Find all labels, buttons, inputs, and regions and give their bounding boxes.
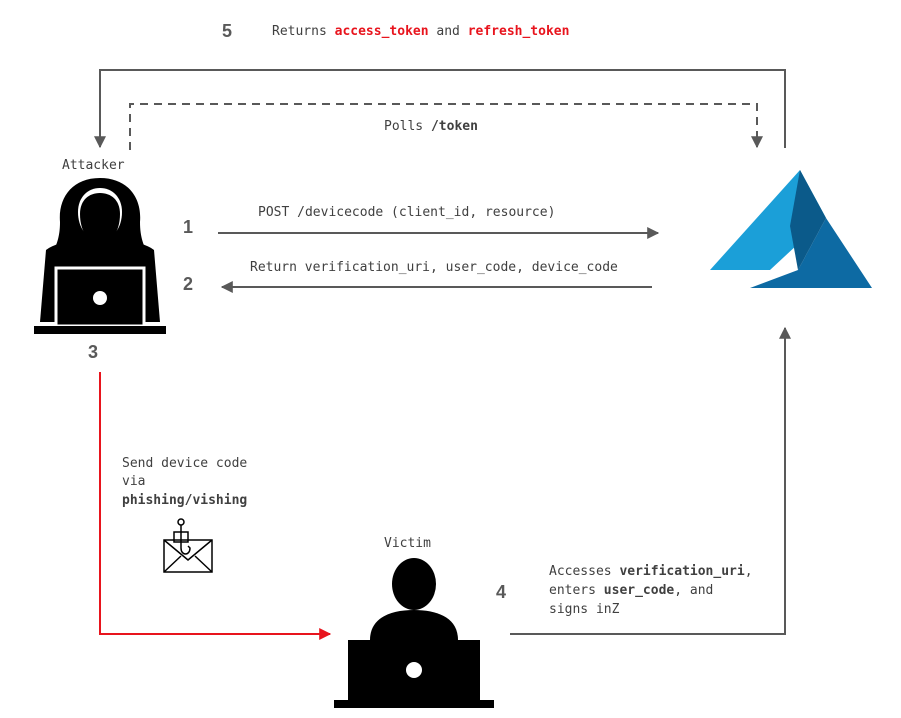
step1-label: POST /devicecode (client_id, resource) xyxy=(258,205,555,220)
step3-line3: phishing/vishing xyxy=(122,493,247,508)
step4-line2: enters user_code, and xyxy=(549,583,713,598)
step3-phishing-arrow xyxy=(99,372,332,640)
step2-number: 2 xyxy=(183,274,193,294)
hooded-attacker-laptop-icon xyxy=(34,178,166,334)
step3-number: 3 xyxy=(88,342,98,362)
step5-label: Returns access_token and refresh_token xyxy=(272,24,569,39)
step4-number: 4 xyxy=(496,582,506,602)
step5-number: 5 xyxy=(222,21,232,41)
victim-label: Victim xyxy=(384,536,431,551)
step4-line1: Accesses verification_uri, xyxy=(549,564,753,579)
step4-line3: signs inZ xyxy=(549,602,620,617)
step1-number: 1 xyxy=(183,217,193,237)
step3-line1: Send device code xyxy=(122,456,247,471)
polls-label: Polls /token xyxy=(384,119,478,134)
step4-signin-arrow xyxy=(510,326,791,635)
azure-logo-icon xyxy=(710,170,872,288)
step5-return-tokens-arrow xyxy=(94,69,786,149)
step2-label: Return verification_uri, user_code, devi… xyxy=(250,260,618,275)
attacker-label: Attacker xyxy=(62,158,125,173)
step3-line2: via xyxy=(122,474,145,489)
phishing-envelope-icon xyxy=(163,518,213,573)
victim-laptop-icon xyxy=(334,558,494,708)
